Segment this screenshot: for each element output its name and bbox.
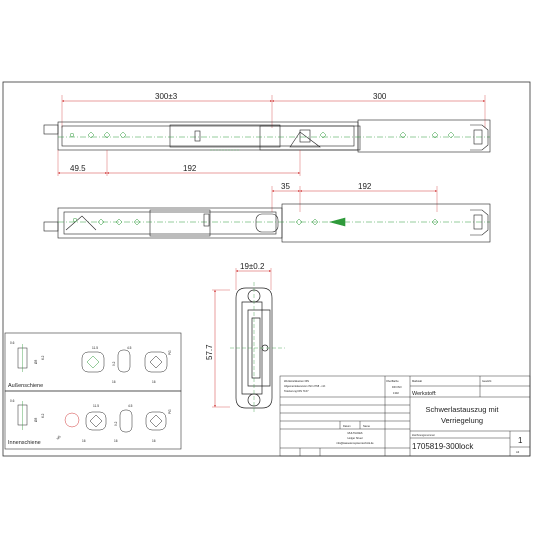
dim-35: 35 [281, 182, 290, 191]
dim-19: 19±0.2 [240, 262, 265, 271]
outer-dim-115: 11.5 [92, 346, 98, 350]
dim-57-7: 57.7 [205, 344, 214, 360]
tb-header-name: Name [363, 424, 370, 428]
inner-dim-16a: 16 [82, 439, 86, 443]
tb-drawing-no-label: Zeichnungsnummer [412, 433, 435, 437]
tb-weight-label: Gewicht [482, 379, 492, 383]
outer-label: Außenschiene [8, 383, 43, 389]
dim-49-5: 49.5 [70, 164, 86, 173]
dim-300: 300 [373, 92, 387, 101]
tb-scale-label: Maßstab [412, 379, 423, 383]
inner-dim-m5: M5 [56, 435, 62, 441]
inner-dim-16c: 16 [152, 439, 156, 443]
dim-300-3: 300±3 [155, 92, 178, 101]
tb-company-1: MULTILIDES [347, 431, 362, 435]
outer-dim-16a: 16 [112, 380, 116, 384]
tb-drawing-no: 1705819-300lock [412, 442, 474, 451]
middle-rail-view [43, 186, 491, 243]
tb-sheet-no: 1 [518, 436, 523, 445]
outer-dim-92: 9.2 [112, 361, 116, 366]
tb-surface-2: 1302 [393, 391, 399, 395]
tb-material-std-1: Werkstückkanten DIN [284, 379, 309, 383]
inner-dim-115: 11.5 [93, 404, 99, 408]
inner-dim-92: 9.2 [114, 421, 118, 426]
tb-sheet-fmt: A3 [516, 450, 520, 454]
dim-192-mid: 192 [358, 182, 372, 191]
inner-dim-06: 0.6 [10, 399, 15, 403]
outer-rail-details [17, 344, 168, 373]
outer-dim-06: 0.6 [10, 341, 15, 345]
inner-label: Innenschiene [8, 440, 41, 446]
tb-header-datum: Datum [343, 424, 351, 428]
inner-dim-pd: PG [168, 409, 172, 414]
outer-dim-pd: PG [168, 350, 172, 355]
cross-section-profile [212, 268, 285, 414]
tb-material-std-3: Tolerierung DIN 7167 [284, 389, 309, 393]
tb-company-2: Holger Shuel [348, 436, 363, 440]
top-rail-view [43, 95, 491, 176]
inner-dim-62: 6.2 [41, 413, 45, 418]
inner-dim-16b: 16 [114, 439, 118, 443]
tb-surface-1: DIN ISO [392, 385, 402, 389]
outer-dim-03: Ø3 [34, 360, 38, 364]
dim-192-top: 192 [183, 164, 197, 173]
outer-dim-16b: 16 [152, 380, 156, 384]
tb-title-line-2: Verriegelung [441, 416, 483, 425]
outer-dim-62: 6.2 [41, 355, 45, 360]
drawing-frame [2, 81, 531, 457]
tb-title-line-1: Schwerlastauszug mit [426, 405, 500, 414]
tb-company-3: info@kassetensystemtechnik.de [336, 441, 374, 445]
detail-box-inner-rail [4, 390, 182, 450]
inner-dim-03: Ø3 [34, 418, 38, 422]
inner-rail-details [17, 401, 167, 433]
tb-material-label: Werkstoff: [412, 391, 437, 397]
tb-surface-label: Oberfläche [386, 379, 399, 383]
outer-dim-45: 4.5 [127, 346, 132, 350]
inner-dim-45: 4.5 [128, 404, 133, 408]
tb-material-std-2: Allgemeintoleranzen ISO 2768 - mK [284, 384, 326, 388]
title-block [279, 375, 531, 457]
